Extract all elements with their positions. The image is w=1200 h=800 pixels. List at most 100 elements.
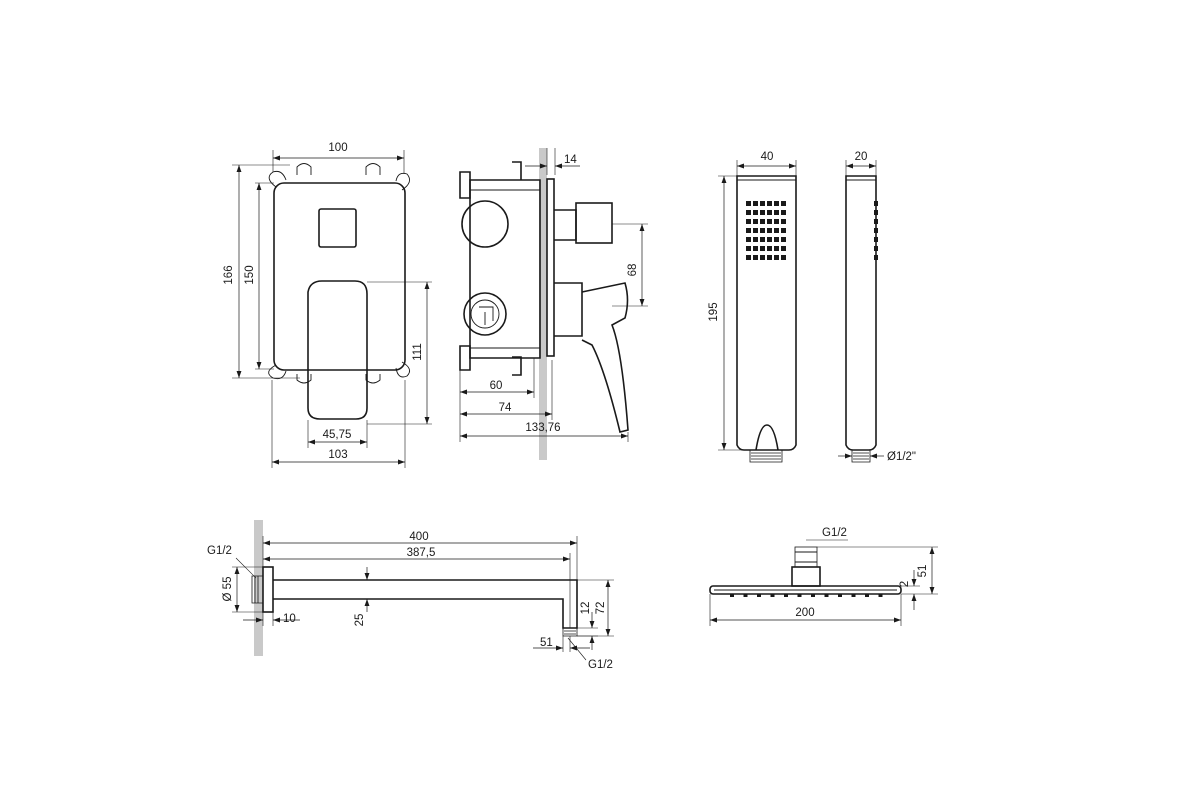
spray-nozzle	[753, 237, 758, 242]
dim-mixer-lever-drop: 111	[412, 343, 424, 360]
label-head-thread: G1/2	[822, 527, 847, 539]
lever-handle	[307, 280, 368, 420]
spray-nozzle	[753, 255, 758, 260]
hand-shower-thread	[749, 450, 783, 463]
head-nozzle	[730, 594, 734, 597]
spray-nozzle	[753, 246, 758, 251]
spray-nozzle	[760, 246, 765, 251]
spray-nozzle	[753, 228, 758, 233]
spray-nozzle-side	[874, 201, 878, 206]
dim-hand-shower-depth: 20	[855, 151, 868, 163]
dim-arm-length-inner: 387,5	[407, 547, 436, 559]
spray-nozzle-side	[874, 210, 878, 215]
spray-nozzle	[746, 228, 751, 233]
wall-section	[254, 520, 263, 656]
dim-arm-outlet-depth: 12	[580, 602, 592, 615]
diverter-button	[318, 208, 357, 248]
spray-nozzle	[781, 237, 786, 242]
head-plate	[709, 585, 902, 595]
spray-nozzle	[760, 237, 765, 242]
spray-nozzle	[746, 201, 751, 206]
spray-nozzle	[774, 246, 779, 251]
head-nozzle	[838, 594, 842, 597]
lower-port	[463, 292, 507, 336]
spray-nozzle	[767, 237, 772, 242]
head-nozzle	[784, 594, 788, 597]
mixer-side-view: 14 68 60 74 133,76	[459, 148, 648, 460]
dim-mixer-total-depth: 133,76	[525, 422, 560, 434]
head-swivel	[791, 566, 821, 587]
head-nozzle	[851, 594, 856, 597]
spray-nozzle	[760, 228, 765, 233]
arm-wall-thread	[251, 575, 263, 604]
spray-nozzle	[767, 201, 772, 206]
label-arm-thread-wall: G1/2	[207, 545, 232, 557]
diverter-knob	[554, 209, 577, 241]
dim-mixer-outlet-offset: 68	[627, 264, 639, 277]
spray-nozzle-side	[874, 246, 878, 251]
upper-port	[461, 200, 509, 248]
dim-arm-outlet-height: 72	[595, 602, 607, 615]
dim-arm-outlet-offset: 51	[540, 637, 553, 649]
dim-mixer-plate-offset: 14	[564, 154, 577, 166]
hand-shower-body	[736, 175, 797, 451]
head-nozzle	[770, 594, 775, 597]
spray-nozzle	[781, 228, 786, 233]
spray-nozzle	[774, 237, 779, 242]
spray-nozzle	[746, 210, 751, 215]
head-nozzle	[811, 594, 815, 597]
spray-nozzle	[781, 219, 786, 224]
spray-nozzle	[746, 246, 751, 251]
spray-nozzle	[781, 210, 786, 215]
spray-nozzle	[746, 219, 751, 224]
hand-shower-side: 20 Ø1/2"	[838, 151, 916, 463]
wall-section	[539, 148, 547, 460]
dim-hand-shower-width: 40	[761, 151, 774, 163]
spray-nozzle-side	[874, 228, 878, 233]
dim-mixer-body-depth-wall: 74	[499, 402, 512, 414]
arm-flange	[262, 566, 274, 613]
dim-mixer-width-bottom: 103	[328, 449, 347, 461]
head-nozzle	[824, 594, 829, 597]
spray-nozzle	[774, 201, 779, 206]
dim-head-height: 51	[917, 565, 929, 578]
spray-nozzle	[767, 228, 772, 233]
head-nozzle	[797, 594, 802, 597]
dim-mixer-lever-width: 45,75	[323, 429, 352, 441]
spray-nozzle-grid	[746, 201, 786, 260]
dim-mixer-height-outer: 166	[223, 265, 235, 284]
dim-arm-flange-depth: 10	[283, 613, 296, 625]
spray-nozzle	[774, 228, 779, 233]
dim-mixer-height-inner: 150	[244, 265, 256, 284]
box-bracket	[459, 171, 471, 199]
head-shower: G1/2 51 2 200	[709, 527, 938, 626]
spray-nozzle-side	[874, 219, 878, 224]
cover-plate	[273, 182, 406, 371]
spray-nozzle	[753, 201, 758, 206]
spray-nozzle	[781, 255, 786, 260]
dim-head-plate-thickness: 2	[899, 581, 911, 587]
spray-nozzle	[767, 219, 772, 224]
spray-nozzle	[760, 210, 765, 215]
spray-nozzle	[767, 210, 772, 215]
dim-hand-shower-thread: Ø1/2"	[887, 451, 916, 463]
head-nozzle	[757, 594, 761, 597]
dim-mixer-width-top: 100	[328, 142, 347, 154]
dim-mixer-body-depth: 60	[490, 380, 503, 392]
dim-arm-length-total: 400	[409, 531, 428, 543]
arm-tube	[273, 579, 578, 629]
head-nozzle	[865, 594, 869, 597]
arm-outlet-thread	[562, 628, 578, 637]
spray-nozzle	[760, 255, 765, 260]
head-nozzle	[878, 594, 883, 597]
dim-hand-shower-length: 195	[708, 302, 720, 321]
spray-nozzle	[746, 255, 751, 260]
head-thread	[794, 546, 818, 568]
shower-arm: G1/2 Ø 55 400 387,5 10 25 12	[207, 520, 614, 671]
dim-head-width: 200	[795, 607, 814, 619]
dim-arm-tube-height: 25	[354, 614, 366, 627]
spray-nozzle	[746, 237, 751, 242]
spray-nozzle	[781, 201, 786, 206]
spray-nozzle	[781, 246, 786, 251]
